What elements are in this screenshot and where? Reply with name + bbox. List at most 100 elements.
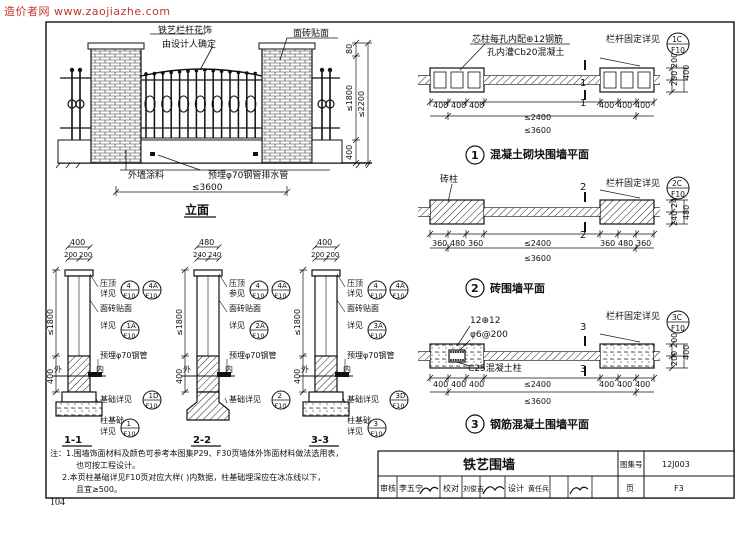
- plan3-dim-total: ≤3600: [524, 397, 551, 406]
- atlas-number: 12J003: [662, 460, 690, 469]
- section-cap-ref-bottom: F10: [371, 292, 383, 300]
- drawing-title: 铁艺围墙: [462, 457, 515, 473]
- plan2-title-number: 2: [471, 282, 479, 295]
- plan3-dim-d: 400: [599, 380, 614, 389]
- section-height-400: 400: [175, 369, 184, 384]
- plan2-rdim-c: 480: [682, 205, 691, 220]
- title-block: 铁艺围墙 图集号 12J003 审核 李五宁 校对 刘俊吉 设计 黄任兵 页 F…: [377, 450, 735, 499]
- plan2-fix-label: 栏杆固定详见: [606, 177, 660, 189]
- plan2-rdim-b: 240: [670, 193, 679, 208]
- section-outside: 外: [54, 364, 62, 374]
- railing-scroll: [211, 95, 223, 113]
- section-height-400: 400: [293, 369, 302, 384]
- section-title: 3-3: [311, 435, 329, 446]
- plan1-rdim-b: 200: [670, 53, 679, 68]
- section-cap-label: 压顶: [229, 279, 245, 288]
- dim-3600: ≤3600: [192, 183, 223, 193]
- section-base-ref-top: 3: [374, 420, 378, 428]
- plan3-rdim-b: 200: [670, 333, 679, 348]
- dim-2200: ≤2200: [357, 91, 366, 118]
- design-name: 黄任兵: [528, 484, 549, 493]
- design-signature: [569, 486, 589, 495]
- section-title: 1-1: [64, 435, 82, 446]
- plan3-dim-e: 400: [617, 380, 632, 389]
- plan-1-drawing: [418, 57, 688, 120]
- section-detail-label: 详见: [347, 320, 363, 330]
- section-cap-label: 压顶: [347, 279, 363, 288]
- section-detail-ref-top: 3A: [374, 322, 383, 330]
- label-drain-pipe: 预埋φ70钢管排水管: [208, 169, 288, 181]
- page-code: F3: [674, 484, 684, 493]
- plan2-dim-b: 480: [450, 239, 465, 248]
- section-cap-ref-bottom: F10: [253, 292, 265, 300]
- plan3-ref-bot: F10: [671, 324, 685, 333]
- plan1-cut-bot: 1: [580, 98, 586, 109]
- plan-column: [599, 343, 655, 369]
- section-pipe-label: 预埋φ70钢管: [100, 350, 147, 360]
- section-tile-label: 面砖贴面: [347, 303, 379, 313]
- section-foundation-ref-top: 3D: [396, 392, 406, 400]
- section-cap-label: 压顶: [100, 279, 116, 288]
- plan1-note-concrete: 孔内灌Cb20混凝土: [487, 46, 564, 58]
- section-sub-dim-b: 240: [208, 251, 221, 259]
- railing-scroll: [161, 95, 173, 113]
- plan1-cut-top: 1: [580, 78, 586, 89]
- watermark: 造价者网 www.zaojiazhe.com: [4, 5, 171, 18]
- plan1-title-number: 1: [471, 149, 479, 162]
- plan-ref-circles: 1C F10 2C F10 3C F10: [465, 32, 690, 434]
- section-cap-ref2-top: 4A: [396, 282, 405, 290]
- plan3-note-rebar: 12⊕12: [470, 316, 500, 326]
- railing-scroll: [194, 95, 206, 113]
- plan3-dim-span: ≤2400: [524, 380, 551, 389]
- dim-1800: ≤1800: [345, 85, 354, 112]
- label-paint: 外墙涂料: [128, 169, 164, 181]
- plan1-title: 混凝土砌块围墙平面: [490, 147, 589, 161]
- section-sub-dim-a: 200: [64, 251, 77, 259]
- plan2-dim-span: ≤2400: [524, 239, 551, 248]
- plan3-ref-top: 3C: [672, 313, 682, 322]
- plan3-dim-c: 400: [469, 380, 484, 389]
- note-line-4: 且宜≥500。: [76, 484, 122, 494]
- plan3-title-number: 3: [471, 418, 479, 431]
- section-foundation-ref-bottom: F10: [393, 402, 405, 410]
- plan-1-labels: 芯柱每孔内配⊕12钢筋 孔内灌Cb20混凝土 栏杆固定详见 1 1 ≤2400 …: [433, 33, 691, 162]
- section-cap-see: 详见: [347, 288, 363, 298]
- section-foundation-ref-top: 1D: [149, 392, 159, 400]
- section-top-dim: 400: [317, 238, 332, 247]
- section-base-ref-top: 1: [127, 420, 131, 428]
- plan1-dim-c: 400: [469, 101, 484, 110]
- section-detail-ref-bottom: F10: [253, 332, 265, 340]
- plan2-dim-c: 360: [468, 239, 483, 248]
- check-signature: [482, 486, 505, 495]
- section-outside: 外: [183, 364, 191, 374]
- plan2-cut-bot: 2: [580, 230, 586, 241]
- plan2-title: 砖围墙平面: [490, 281, 545, 295]
- section-cap-ref-top: 4: [256, 282, 261, 290]
- plan1-ref-top: 1C: [672, 35, 682, 44]
- note-line-1: 注：1.围墙饰面材料及颜色可参考本图集P29、F30页墙体外饰面材料做法选用表，: [50, 448, 343, 458]
- section-base-label: 柱基础: [100, 415, 124, 425]
- note-line-2: 也可按工程设计。: [76, 460, 140, 470]
- plan3-dim-f: 400: [635, 380, 650, 389]
- plan-2-labels: 砖柱 栏杆固定详见 2 2 360 480 360 ≤2400 360 480 …: [432, 173, 691, 295]
- section-cap-see: 详见: [100, 288, 116, 298]
- section-cap-ref-top: 4: [127, 282, 132, 290]
- plan3-note-column: C25混凝土柱: [468, 362, 522, 374]
- railing-scroll: [144, 95, 156, 113]
- plan1-rdim-a: 200: [670, 71, 679, 86]
- plan-views: [418, 43, 688, 396]
- plan1-note-rebar: 芯柱每孔内配⊕12钢筋: [472, 33, 563, 45]
- plan2-dim-total: ≤3600: [524, 254, 551, 263]
- plan1-fix-label: 栏杆固定详见: [606, 33, 660, 45]
- plan2-dim-f: 360: [636, 239, 651, 248]
- plan2-dim-e: 480: [618, 239, 633, 248]
- plan2-cut-top: 2: [580, 182, 586, 193]
- dim-400: 400: [345, 145, 354, 160]
- section-cap-ref2-top: 4A: [278, 282, 287, 290]
- dim-80: 80: [345, 44, 354, 54]
- section-height-400: 400: [46, 369, 55, 384]
- section-pipe-label: 预埋φ70钢管: [229, 350, 276, 360]
- section-base-ref-bottom: F10: [124, 430, 136, 438]
